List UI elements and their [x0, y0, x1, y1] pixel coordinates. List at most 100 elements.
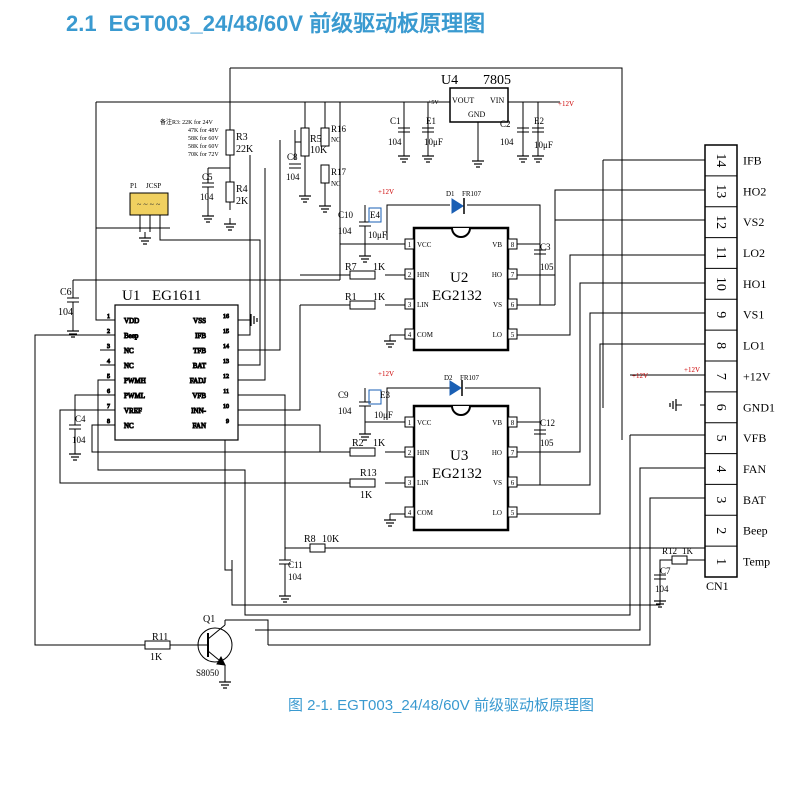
u4-gnd: GND [468, 110, 486, 119]
p1-ref: P1 [130, 182, 138, 190]
plus5v-label: +5V [428, 100, 439, 106]
d2-part: FR107 [460, 374, 480, 382]
resistor-r16 [320, 127, 330, 147]
capacitor-e3 [368, 389, 382, 405]
cn1-pin-label: GND1 [743, 400, 775, 414]
capacitor-e4 [368, 207, 382, 223]
r11-ref: R11 [152, 632, 168, 643]
u1-pin-number: 8 [107, 419, 110, 425]
u2-pin-number: 2 [408, 271, 412, 279]
u2-pin-name: VS [493, 301, 502, 309]
svg-text:~ ~ ~ ~: ~ ~ ~ ~ [137, 200, 161, 209]
capacitor-c11 [279, 548, 291, 590]
c7-val: 104 [655, 584, 669, 594]
cn1-pin-label: VS2 [743, 215, 764, 229]
u2-pin [404, 268, 415, 280]
q1-ref: Q1 [203, 614, 215, 625]
e1-val: 10μF [424, 137, 443, 147]
u2-pin-number: 7 [511, 271, 515, 279]
r4-val: 2K [236, 196, 249, 207]
u4-vout: VOUT [452, 96, 474, 105]
u3-pin-number: 4 [408, 509, 412, 517]
capacitor-c7 [654, 574, 666, 595]
c1-val: 104 [388, 137, 402, 147]
capacitor-c4 [69, 424, 81, 448]
u3-pin [404, 416, 415, 428]
r4-ref: R4 [236, 184, 248, 195]
r13-ref: R13 [360, 468, 377, 479]
capacitor-e1 [422, 127, 434, 133]
u2-pin [507, 328, 518, 340]
c2-val: 104 [500, 137, 514, 147]
cn1-pin-number: 9 [713, 311, 728, 318]
r16-ref: R16 [331, 124, 347, 134]
wires [34, 67, 705, 646]
u1-pin-number: 9 [226, 419, 229, 425]
r12-ref: R12 [662, 546, 677, 556]
r3-note-line-3: 58K for 60V [188, 135, 219, 142]
capacitor-c8 [289, 163, 301, 169]
u1-pin-number: 6 [107, 389, 110, 395]
u3-pin-number: 2 [408, 449, 412, 457]
c5-ref: C5 [202, 172, 213, 182]
potentiometer-r5 [300, 127, 310, 157]
e2-val: 10μF [534, 140, 553, 150]
regulator-u4: U4 7805 VOUT VIN GND +5V +12V [428, 73, 574, 123]
u1-pin-number: 13 [223, 359, 229, 365]
u1-pin-name: VFB [192, 392, 206, 400]
u1-pin-number: 4 [107, 359, 110, 365]
u1-pin-name: TFB [193, 347, 206, 355]
r5-val: 10K [310, 145, 328, 156]
u3-pin-name: LIN [417, 479, 429, 487]
u2-pin-number: 8 [511, 241, 515, 249]
u1-pin-name: IFB [195, 332, 206, 340]
section-title: EGT003_24/48/60V 前级驱动板原理图 [108, 11, 486, 36]
cn1-pin-label: HO2 [743, 184, 766, 198]
u3-pin-number: 6 [511, 479, 515, 487]
u3-pin [507, 446, 518, 458]
cn1-pin-label: VFB [743, 431, 766, 445]
transistor-q1 [195, 620, 233, 676]
u3-pin [507, 416, 518, 428]
resistor-r1 [349, 300, 376, 310]
u1-pin-number: 10 [223, 404, 229, 410]
cn1-pin-number: 8 [713, 342, 728, 349]
cn1-pin-label: FAN [743, 462, 766, 476]
e1-ref: E1 [426, 116, 436, 126]
c11-ref: C11 [288, 560, 303, 570]
resistor-r11 [144, 640, 171, 650]
c6-val: 104 [58, 307, 73, 318]
u3-pin-name: HO [492, 449, 502, 457]
resistor-r17 [320, 164, 330, 184]
c9-val: 104 [338, 406, 352, 416]
u3-pin-name: VB [492, 419, 502, 427]
u1-pin-number: 12 [223, 374, 229, 380]
cn1-pin-label: BAT [743, 493, 766, 507]
plus12v-d2: +12V [378, 370, 394, 378]
u2-pin [507, 238, 518, 250]
c11-val: 104 [288, 572, 302, 582]
cn1-pin-number: 10 [713, 277, 728, 291]
plus12v-cn1-a: +12V [632, 372, 648, 380]
section-number: 2.1 [66, 11, 97, 36]
r7-val: 1K [373, 262, 386, 273]
u2-pin-name: VB [492, 241, 502, 249]
u1-pin-name: INN- [191, 407, 206, 415]
u2-pin-name: LO [493, 331, 502, 339]
cn1-pin-number: 6 [713, 404, 728, 411]
r1-ref: R1 [345, 292, 357, 303]
cn1-pin-label: LO1 [743, 339, 765, 353]
r11-val: 1K [150, 652, 163, 663]
r3-note-line-4: 58K for 60V [188, 143, 219, 150]
diode-d2: D2 FR107 [444, 374, 480, 396]
u1-pin-name: VREF [124, 407, 142, 415]
resistor-r4 [225, 181, 235, 203]
u4-ref: U4 [441, 73, 458, 88]
cn1-pin-number: 13 [713, 184, 728, 198]
r7-ref: R7 [345, 262, 357, 273]
u1-pin-name: FADJ [190, 377, 206, 385]
u2-pin-number: 4 [408, 331, 412, 339]
u3-pin-number: 3 [408, 479, 412, 487]
e4-val: 10μF [368, 230, 387, 240]
